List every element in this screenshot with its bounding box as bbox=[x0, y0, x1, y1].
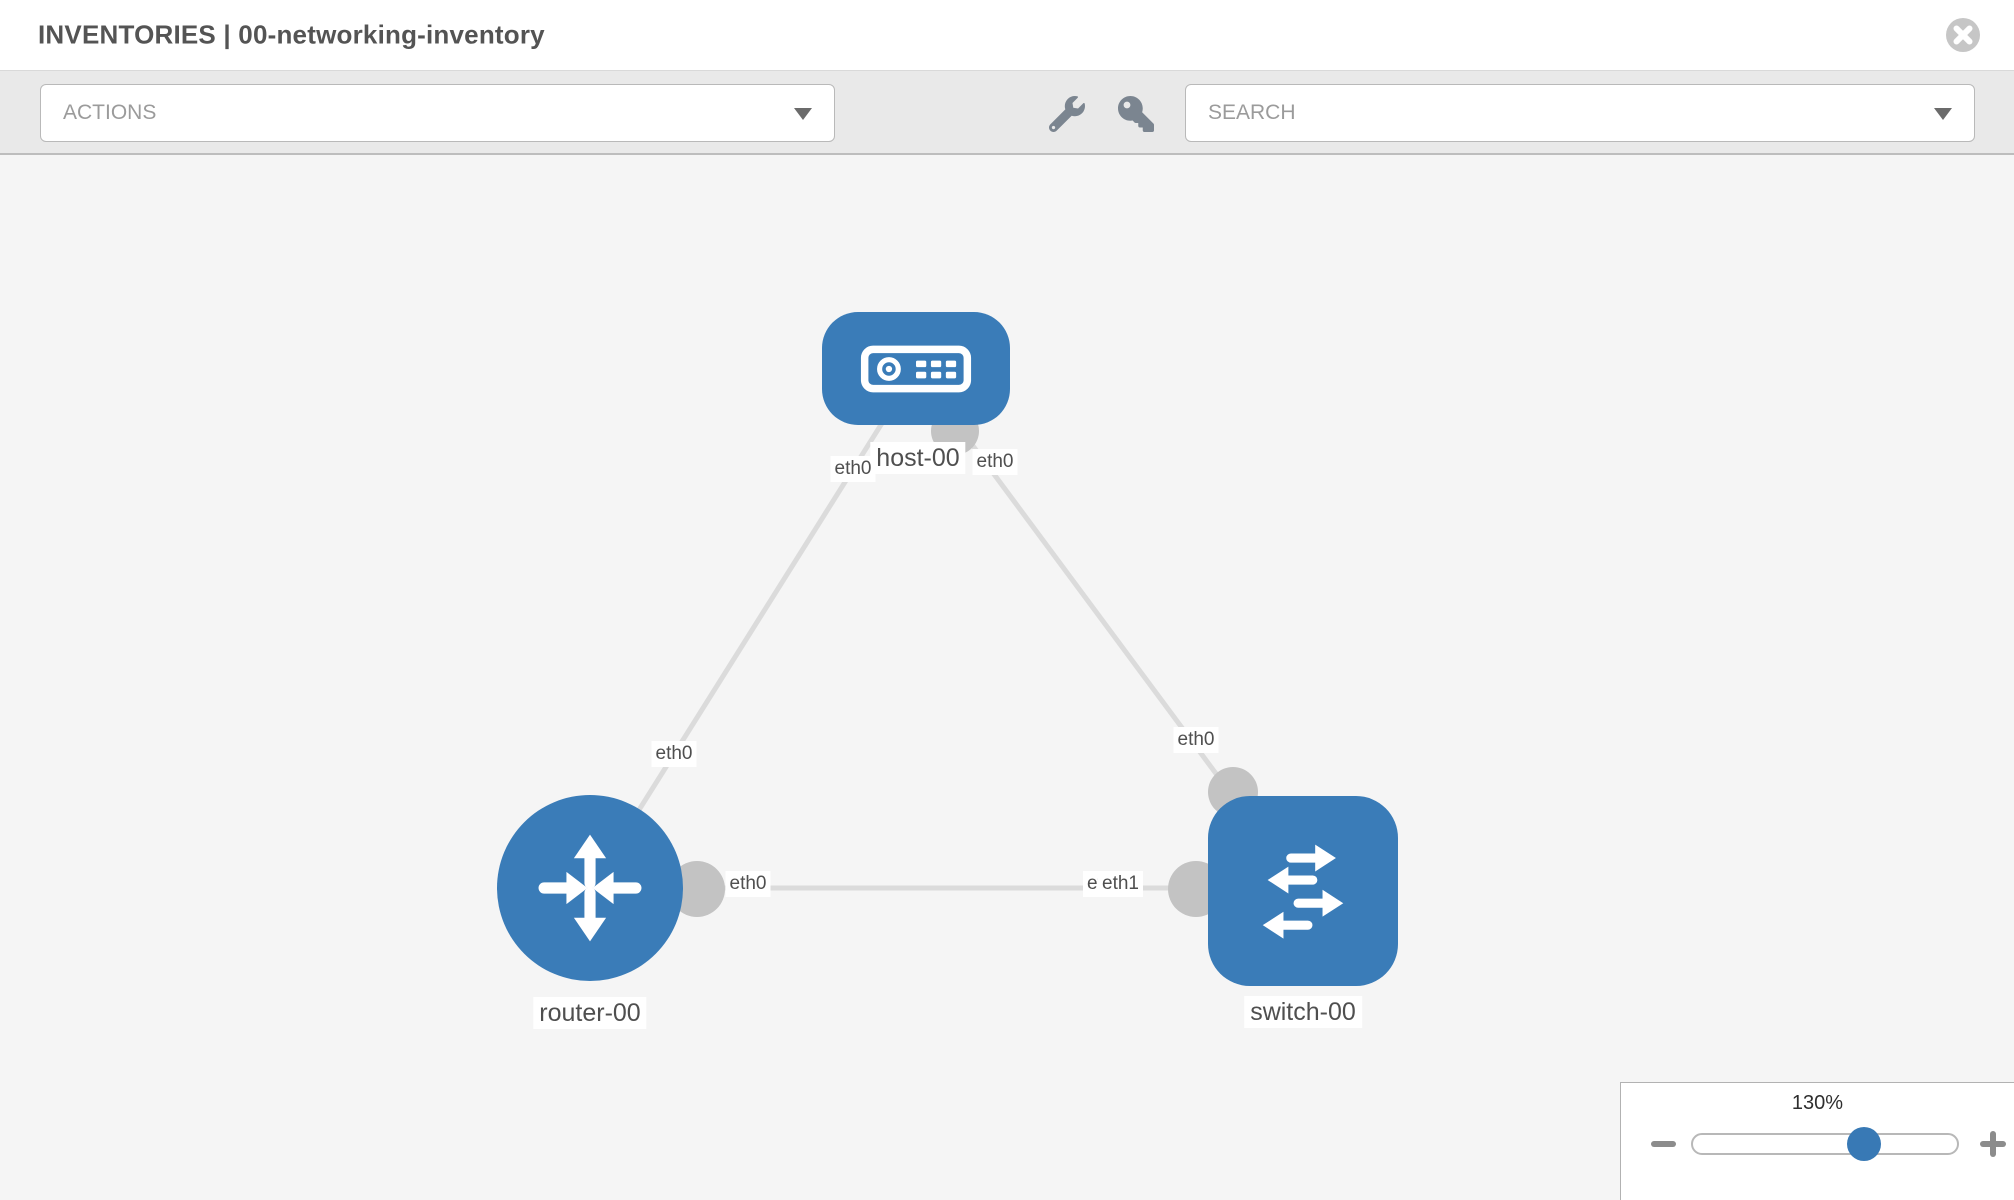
actions-dropdown[interactable]: ACTIONS bbox=[40, 84, 835, 142]
topology-links-layer bbox=[587, 367, 1306, 917]
interface-label: eth0 bbox=[830, 456, 876, 482]
toolbar: ACTIONS SEARCH bbox=[0, 70, 2014, 155]
node-label-switch: switch-00 bbox=[1244, 996, 1362, 1028]
zoom-panel: 130% bbox=[1620, 1082, 2014, 1200]
search-dropdown-label: SEARCH bbox=[1208, 101, 1296, 124]
chevron-down-icon bbox=[794, 108, 812, 120]
zoom-level: 130% bbox=[1791, 1092, 1844, 1114]
page-title: INVENTORIES | 00-networking-inventory bbox=[38, 19, 545, 50]
close-icon[interactable] bbox=[1945, 17, 1981, 53]
zoom-slider-thumb[interactable] bbox=[1847, 1127, 1881, 1161]
node-switch-00[interactable] bbox=[1208, 796, 1398, 986]
interface-dot-router[interactable] bbox=[669, 861, 725, 917]
zoom-slider-track[interactable] bbox=[1691, 1133, 1959, 1155]
interface-label: eth0 bbox=[972, 449, 1018, 475]
node-router-00[interactable] bbox=[497, 795, 683, 981]
actions-dropdown-label: ACTIONS bbox=[63, 101, 157, 124]
node-label-host: host-00 bbox=[870, 442, 966, 474]
header: INVENTORIES | 00-networking-inventory bbox=[0, 0, 2014, 70]
chevron-down-icon bbox=[1934, 108, 1952, 120]
node-host-00[interactable] bbox=[822, 312, 1010, 425]
switch-icon bbox=[1262, 844, 1344, 939]
interface-label: eth1 bbox=[1098, 871, 1143, 897]
interface-label: eth0 bbox=[1173, 727, 1219, 753]
host-icon bbox=[860, 345, 972, 392]
interface-label: eth0 bbox=[651, 741, 697, 767]
interface-label: eth0 bbox=[725, 871, 771, 897]
wrench-icon[interactable] bbox=[1048, 96, 1085, 133]
router-icon bbox=[538, 834, 642, 942]
key-icon[interactable] bbox=[1118, 96, 1154, 132]
topology-canvas[interactable]: host-00 router-00 switch-00 eth0 eth0 et… bbox=[0, 155, 2014, 1200]
link-host-router[interactable] bbox=[587, 367, 919, 890]
minus-icon[interactable] bbox=[1651, 1141, 1676, 1147]
search-dropdown[interactable]: SEARCH bbox=[1185, 84, 1975, 142]
plus-icon[interactable] bbox=[1979, 1130, 2007, 1158]
node-label-router: router-00 bbox=[533, 997, 647, 1029]
